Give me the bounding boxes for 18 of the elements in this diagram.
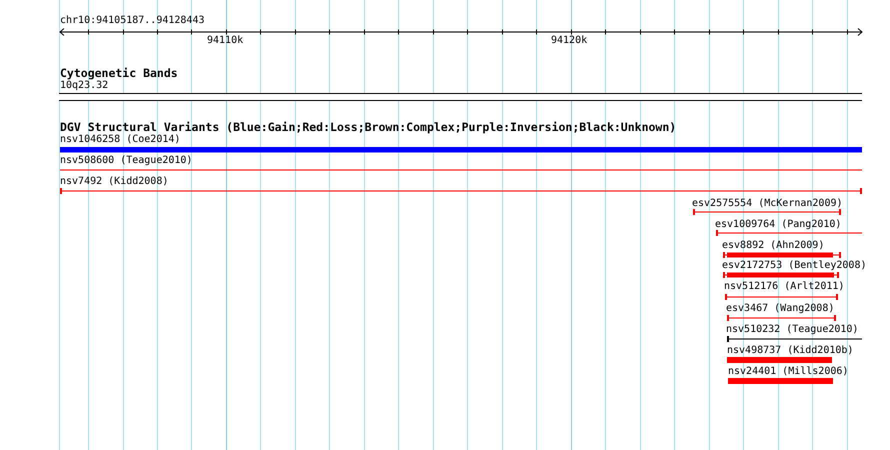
variant-label: nsv7492 (Kidd2008) — [60, 177, 168, 188]
variant-label: esv3467 (Wang2008) — [726, 304, 834, 314]
variant-label: nsv24401 (Mills2006) — [728, 366, 848, 376]
track-heading: Cytogenetic Bands — [60, 68, 178, 80]
variant-label: esv2575554 (McKernan2009) — [692, 198, 843, 209]
coordinate-label: chr10:94105187..94128443 — [60, 16, 204, 26]
band-label: 10q23.32 — [60, 81, 108, 92]
variant-label: nsv512176 (Arlt2011) — [724, 282, 844, 292]
variant-label: esv2172753 (Bentley2008) — [722, 261, 866, 272]
track-heading: DGV Structural Variants (Blue:Gain;Red:Loss;Brown:Complex;Purple:Inversion;Black:Unknown) — [60, 122, 676, 134]
variant-label: nsv498737 (Kidd2010b) — [727, 346, 854, 356]
variant-label: nsv510232 (Teague2010) — [726, 324, 858, 334]
variant-label: esv8892 (Ahn2009) — [722, 240, 824, 250]
variant-label: esv1009764 (Pang2010) — [715, 220, 842, 230]
tick-label: 94120k — [551, 36, 588, 46]
variant-label: nsv508600 (Teague2010) — [60, 156, 192, 166]
tick-label: 94110k — [207, 36, 244, 46]
variant-label: nsv1046258 (Coe2014) — [60, 134, 180, 145]
